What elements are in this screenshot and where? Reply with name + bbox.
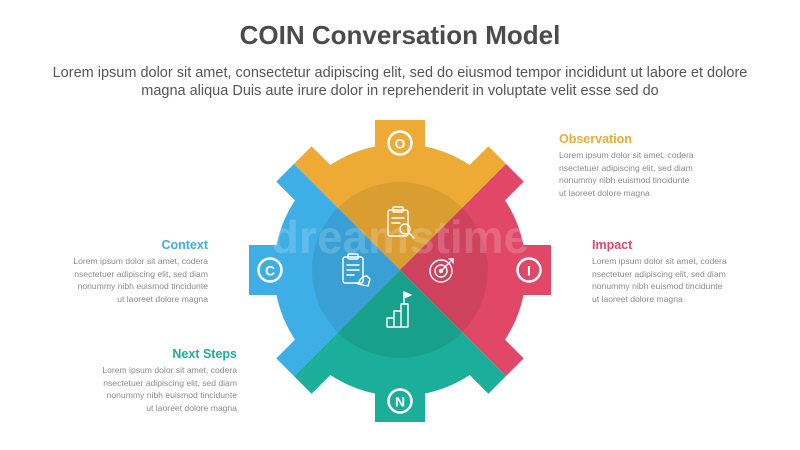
impact-description: Lorem ipsum dolor sit amet, codera nsect… [592,256,727,304]
impact-block: Impact Lorem ipsum dolor sit amet, coder… [592,238,792,305]
context-description: Lorem ipsum dolor sit amet, codera nsect… [73,256,208,304]
observation-badge: O [387,130,413,156]
context-block: Context Lorem ipsum dolor sit amet, code… [8,238,208,305]
observation-block: Observation Lorem ipsum dolor sit amet, … [559,132,759,199]
observation-letter: O [395,136,406,152]
observation-description: Lorem ipsum dolor sit amet, codera nsect… [559,150,694,198]
stairs-flag-icon [386,291,412,328]
inner-hub-circle [312,182,488,358]
nextsteps-heading: Next Steps [172,347,237,361]
page-title: COIN Conversation Model [239,20,561,50]
context-badge: C [257,257,283,283]
impact-heading: Impact [592,238,633,252]
context-letter: C [265,263,275,279]
nextsteps-letter: N [395,394,405,410]
impact-letter: I [527,263,531,279]
observation-segment [249,120,551,270]
clipboard-search-icon [387,206,415,239]
nextsteps-badge: N [387,388,413,414]
context-heading: Context [161,238,208,252]
nextsteps-description: Lorem ipsum dolor sit amet, codera nsect… [102,365,237,413]
page-subtitle: Lorem ipsum dolor sit amet, consectetur … [52,65,748,99]
target-arrow-icon [429,258,454,283]
clipboard-hand-icon [342,253,371,287]
nextsteps-block: Next Steps Lorem ipsum dolor sit amet, c… [37,347,237,414]
impact-badge: I [516,257,542,283]
observation-heading: Observation [559,132,632,146]
